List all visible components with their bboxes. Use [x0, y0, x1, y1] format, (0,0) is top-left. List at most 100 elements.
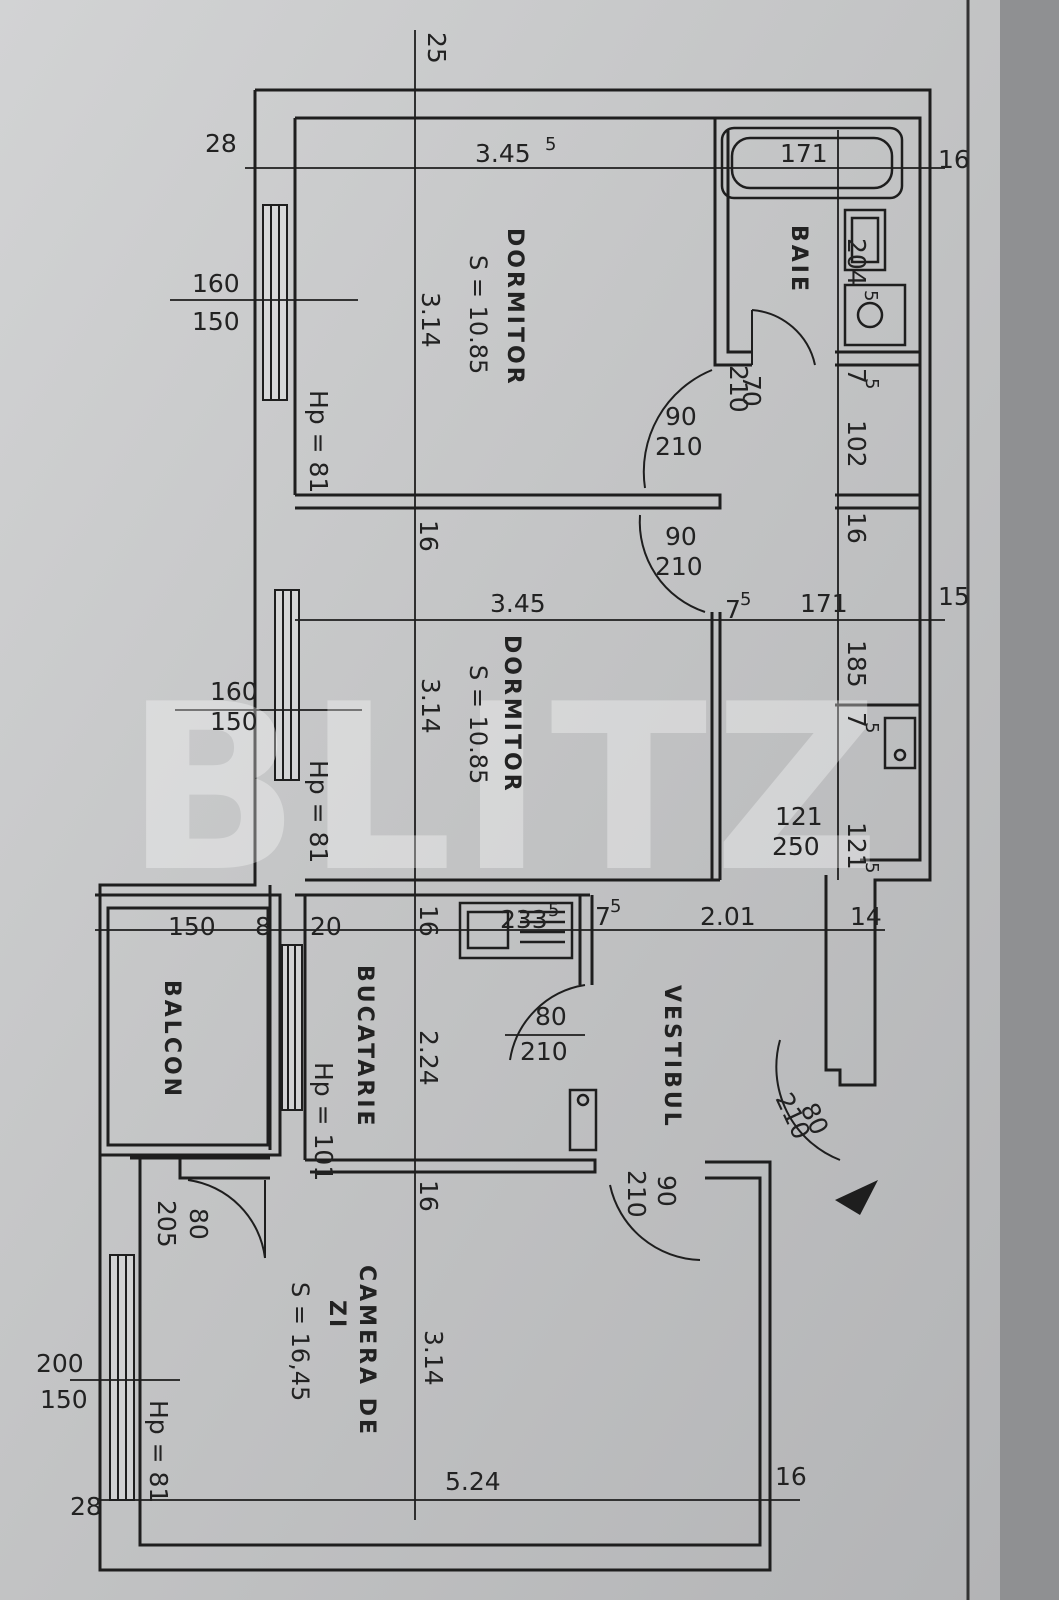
door-swing-bucatarie: [509, 984, 586, 1061]
room-bucatarie: BUCATARIE 2.24 Hp = 101: [309, 965, 443, 1181]
door-swing-dormitor-top: [642, 369, 713, 489]
window-width: 200: [36, 1349, 84, 1378]
room-camera: CAMERA DE ZI S = 16,45 3.14 Hp = 81 5.24: [144, 1265, 501, 1503]
door-camera-height: 210: [622, 1170, 651, 1218]
room-length: 3.14: [419, 1330, 448, 1386]
dim-baie-length-sup: 5: [860, 290, 881, 301]
door-balcon-width: 80: [184, 1208, 213, 1240]
dim-balcon-wall: 8: [255, 912, 271, 941]
room-baie: BAIE: [786, 225, 811, 294]
hall-sink: [883, 716, 917, 770]
dim-kitchen-75: 7: [595, 902, 611, 931]
door-bucatarie-height: 210: [520, 1037, 568, 1066]
toilet: [843, 283, 907, 347]
dim-hall-16: 16: [842, 512, 871, 544]
room-hp: Hp = 81: [144, 1400, 173, 1503]
paper-edge-shadow: [1000, 0, 1059, 1600]
door-bucatarie-width: 80: [535, 1002, 567, 1031]
dim-baie-wall-sup: 5: [861, 378, 882, 389]
window-height: 150: [40, 1385, 88, 1414]
dim-hall-185: 185: [842, 640, 871, 688]
windows: [109, 204, 303, 1501]
window-dormitor-top: [262, 204, 288, 401]
dim-hall-102: 102: [842, 420, 871, 468]
room-width: 3.45: [490, 589, 546, 618]
door-dormitor-top-width: 90: [665, 402, 697, 431]
room-length: 2.24: [414, 1030, 443, 1086]
interior-walls: [95, 118, 922, 1180]
room-area: S = 16,45: [286, 1282, 314, 1401]
watermark: BLITZ: [125, 656, 886, 923]
room-name: BAIE: [786, 225, 811, 294]
dim-right-wall-camera: 16: [775, 1462, 807, 1491]
room-name: DORMITOR: [502, 228, 527, 387]
dim-kitchen-wall: 20: [310, 912, 342, 941]
door-swing-camera: [609, 1184, 701, 1261]
entrance-arrow-icon: [835, 1180, 878, 1215]
dim-partition-2: 16: [414, 905, 443, 937]
window-dormitor-mid: [274, 589, 300, 781]
room-hp: Hp = 81: [304, 390, 333, 493]
room-hp: Hp = 101: [309, 1062, 338, 1181]
hall-niche-width: 121: [775, 802, 823, 831]
room-name: VESTIBUL: [659, 985, 684, 1129]
paper-background: [0, 0, 1000, 1600]
door-baie-height: 210: [724, 365, 753, 413]
room-dormitor-mid: DORMITOR S = 10.85 3.14 Hp = 81 3.45: [304, 589, 546, 863]
window-height: 150: [192, 307, 240, 336]
dim-hall-width: 171: [800, 589, 848, 618]
window-height: 150: [210, 707, 258, 736]
dimension-lines: [70, 30, 945, 1520]
dim-baie-wall: 7: [842, 368, 871, 384]
door-swing-balcon: [187, 1179, 266, 1259]
wall-dims: 25 28 28 16 15 16 16 16 16 171 204 5 7 5…: [70, 32, 970, 1521]
room-name: CAMERA DE: [354, 1265, 379, 1437]
window-width: 160: [192, 269, 240, 298]
room-name-2: ZI: [324, 1300, 349, 1330]
dim-right-wall-mid: 15: [938, 582, 970, 611]
dim-hall-wall-b-sup: 5: [861, 722, 882, 733]
dim-left-wall-bottom: 28: [70, 1492, 102, 1521]
room-balcon: BALCON: [159, 980, 184, 1099]
dim-hall-wall: 7: [725, 595, 741, 624]
room-width-sup: 5: [545, 134, 556, 155]
room-width: 5.24: [445, 1467, 501, 1496]
dim-right-wall-baie: 16: [938, 145, 970, 174]
room-name: DORMITOR: [499, 635, 524, 794]
door-dormitor-top-height: 210: [655, 432, 703, 461]
door-balcon-height: 205: [152, 1200, 181, 1248]
dim-vestibul-width: 2.01: [700, 902, 756, 931]
dim-vestibul-wall: 14: [850, 902, 882, 931]
dim-top-wall: 25: [422, 32, 451, 64]
door-swings: [187, 309, 841, 1261]
room-name: BALCON: [159, 980, 184, 1099]
door-swing-entrance: [775, 1039, 841, 1161]
dim-hall-wall-sup: 5: [740, 589, 751, 610]
window-bucatarie: [281, 944, 303, 1111]
room-name: BUCATARIE: [352, 965, 377, 1129]
room-dormitor-top: DORMITOR S = 10.85 3.14 Hp = 81 3.45 5: [304, 134, 556, 493]
door-dormitor-mid-width: 90: [665, 522, 697, 551]
room-length: 3.14: [416, 292, 445, 348]
room-length: 3.14: [416, 678, 445, 734]
window-dims: 160 150 160 150 200 150: [36, 269, 258, 1414]
door-dims: 70 210 90 210 90 210 80 210 90 210 80 21…: [152, 365, 834, 1248]
window-camera: [109, 1254, 135, 1501]
dim-hall-wall-b: 7: [842, 712, 871, 728]
dim-hall-121: 121: [842, 822, 871, 870]
dim-kitchen-75-sup: 5: [610, 896, 621, 917]
room-vestibul: VESTIBUL: [659, 985, 684, 1129]
dim-hall-121-sup: 5: [861, 862, 882, 873]
door-swing-baie: [751, 309, 816, 366]
door-camera-width: 90: [652, 1175, 681, 1207]
kitchen-stove: [568, 1088, 598, 1152]
window-width: 160: [210, 677, 258, 706]
room-hp: Hp = 81: [304, 760, 333, 863]
hall-niche-height: 250: [772, 832, 820, 861]
dim-partition-1: 16: [414, 520, 443, 552]
room-width: 3.45: [475, 139, 531, 168]
washbasin: [843, 208, 887, 272]
bathtub: [720, 126, 904, 200]
dim-partition-3: 16: [414, 1180, 443, 1212]
